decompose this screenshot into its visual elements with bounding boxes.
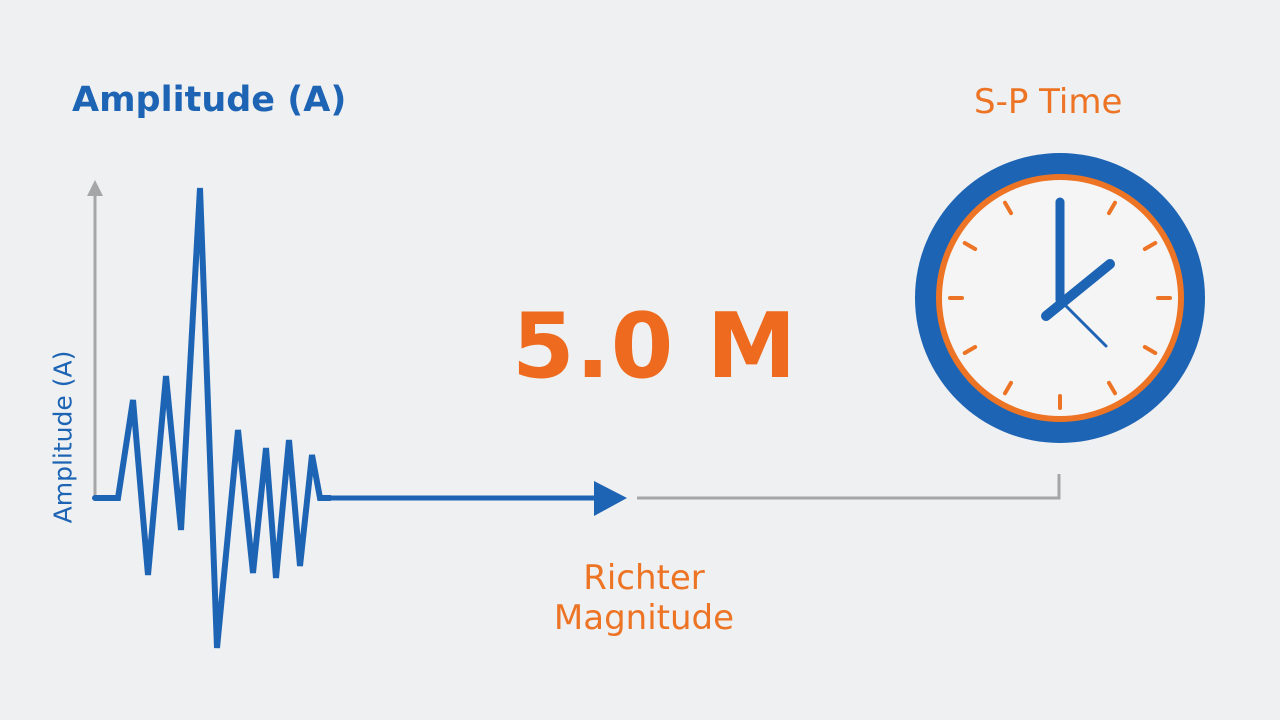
clock-tick-mark xyxy=(1003,200,1013,216)
amplitude-axis-label: Amplitude (A) xyxy=(48,350,78,524)
clock-tick-mark xyxy=(1142,345,1158,355)
clock-hour-hand xyxy=(1041,259,1115,321)
clock-tick-mark xyxy=(962,241,978,251)
arrow-right-icon xyxy=(594,481,627,516)
clock-tick-mark xyxy=(962,345,978,355)
sp-time-title: S-P Time xyxy=(974,82,1123,122)
amplitude-axis-arrowhead xyxy=(87,180,103,196)
clock-icon xyxy=(915,153,1205,443)
clock-tick-mark xyxy=(1107,200,1117,216)
clock-second-hand xyxy=(1058,298,1108,348)
magnitude-value: 5.0 M xyxy=(512,294,798,399)
clock-tick-mark xyxy=(1003,380,1013,396)
sp-time-connector xyxy=(637,474,1061,500)
clock-tick-mark xyxy=(1142,241,1158,251)
seismogram-waveform xyxy=(92,187,333,649)
clock-tick-mark xyxy=(1107,380,1117,396)
clock-tick-marks xyxy=(948,200,1172,410)
amplitude-title: Amplitude (A) xyxy=(72,80,347,120)
